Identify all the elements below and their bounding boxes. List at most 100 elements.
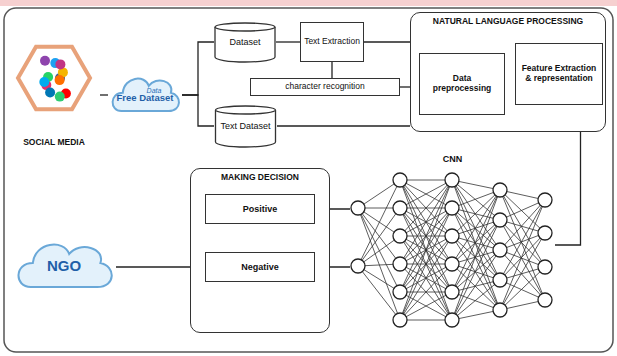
- neuron: [538, 260, 552, 274]
- synapse: [358, 180, 400, 266]
- box-node: Positive: [205, 194, 315, 224]
- synapse: [400, 180, 452, 208]
- app-icon: [55, 75, 65, 85]
- neuron: [445, 229, 459, 243]
- neuron: [445, 173, 459, 187]
- neuron: [351, 201, 365, 215]
- synapse: [400, 180, 452, 320]
- connector: [555, 132, 581, 245]
- process-label: character recognition: [282, 82, 367, 92]
- cloud-title: Free Dataset: [113, 93, 176, 104]
- synapse: [452, 190, 500, 236]
- synapse: [452, 190, 500, 292]
- neuron: [493, 273, 507, 287]
- neuron: [445, 285, 459, 299]
- synapse: [452, 220, 500, 264]
- box-node: character recognition: [250, 78, 400, 96]
- cloud-node: NGO: [12, 236, 116, 296]
- neuron: [393, 285, 407, 299]
- process-label: Data preprocessing: [420, 74, 504, 94]
- synapse: [400, 180, 452, 292]
- cyl-node: Text Dataset: [214, 105, 277, 147]
- synapse: [400, 320, 452, 321]
- hexagon: [18, 47, 90, 109]
- section-heading: MAKING DECISION: [218, 173, 302, 183]
- synapse: [400, 180, 452, 292]
- cyl-node: Dataset: [214, 22, 276, 62]
- synapse: [400, 180, 452, 264]
- box-node: MAKING DECISION PositiveNegative: [190, 168, 330, 333]
- cylinder-top: [216, 106, 276, 114]
- connector: [364, 41, 410, 42]
- cylinder-top: [215, 23, 275, 31]
- synapse: [358, 208, 400, 292]
- synapse: [400, 180, 452, 264]
- neuron: [493, 213, 507, 227]
- synapse: [400, 208, 452, 320]
- hex-node: SOCIAL MEDIA: [8, 40, 100, 150]
- dataset-label: Dataset: [226, 37, 263, 47]
- synapse: [400, 292, 452, 320]
- app-icon: [55, 92, 65, 102]
- synapse: [452, 190, 500, 264]
- social-media-label: SOCIAL MEDIA: [20, 138, 88, 148]
- ngo-label: NGO: [44, 257, 84, 274]
- cloud: [18, 245, 111, 287]
- connector: [182, 42, 214, 95]
- app-icon: [39, 77, 49, 87]
- cylinder-body: [216, 110, 276, 147]
- synapse: [400, 264, 452, 320]
- app-icon: [40, 56, 50, 66]
- synapse: [452, 208, 500, 310]
- top-band: [0, 0, 617, 6]
- neuron: [538, 193, 552, 207]
- connector: [182, 95, 214, 126]
- hex-outline: [8, 40, 100, 150]
- cloud: [113, 79, 179, 111]
- synapse: [400, 208, 452, 320]
- neuron: [393, 313, 407, 327]
- cloud-node: DataFree Dataset: [108, 72, 182, 118]
- box-node: Negative: [205, 252, 315, 282]
- cylinder-body: [215, 27, 275, 62]
- synapse: [452, 236, 500, 310]
- section-heading: NATURAL LANGUAGE PROCESSING: [430, 17, 586, 27]
- synapse: [400, 180, 452, 208]
- synapse: [400, 236, 452, 320]
- box-node: Feature Extraction & representation: [515, 43, 603, 105]
- neural-network: [351, 173, 552, 327]
- connector: [100, 94, 108, 95]
- neuron: [538, 293, 552, 307]
- box-node: Text Extraction: [300, 22, 364, 62]
- neuron: [493, 243, 507, 257]
- synapse: [400, 264, 452, 320]
- box-node: Data preprocessing: [419, 53, 505, 115]
- neuron: [538, 226, 552, 240]
- connector: [277, 125, 410, 126]
- app-icon: [55, 59, 65, 69]
- synapse: [400, 180, 452, 236]
- neuron: [445, 257, 459, 271]
- synapse: [452, 280, 500, 320]
- box-node: NATURAL LANGUAGE PROCESSING Data preproce…: [410, 12, 606, 132]
- decision-label: Negative: [238, 262, 282, 272]
- dataset-label: Text Dataset: [217, 121, 273, 131]
- connector: [276, 41, 300, 42]
- box-node: CNN: [350, 150, 555, 340]
- synapse: [400, 180, 452, 320]
- neuron: [351, 259, 365, 273]
- app-icon: [45, 88, 55, 98]
- connector: [400, 86, 410, 87]
- neuron: [493, 183, 507, 197]
- neuron: [393, 173, 407, 187]
- process-label: Text Extraction: [301, 37, 363, 47]
- neuron: [393, 229, 407, 243]
- neuron: [445, 201, 459, 215]
- decision-label: Positive: [240, 204, 281, 214]
- neuron: [393, 201, 407, 215]
- synapse: [400, 236, 452, 320]
- network-label: CNN: [440, 154, 466, 164]
- synapse: [500, 200, 545, 250]
- neuron: [445, 313, 459, 327]
